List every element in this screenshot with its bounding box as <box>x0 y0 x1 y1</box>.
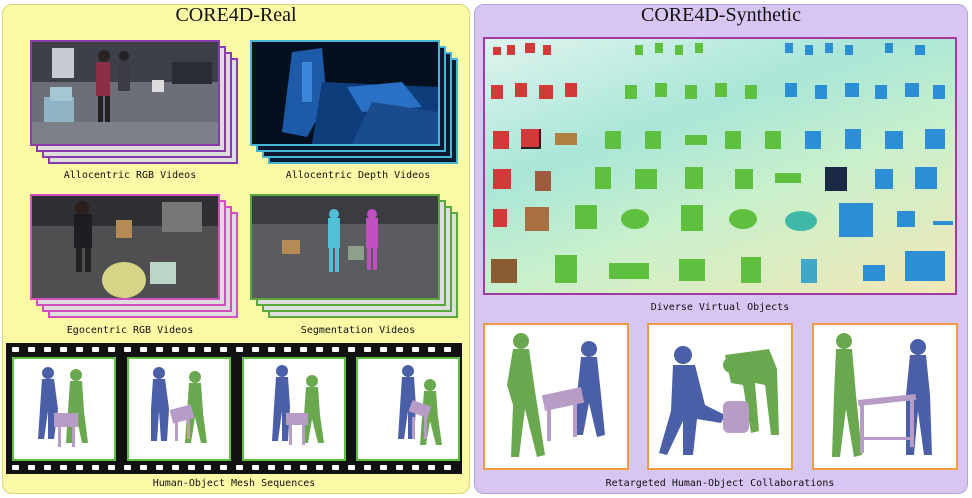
mesh-sequences-caption: Human-Object Mesh Sequences <box>152 478 316 489</box>
mesh-frame-1 <box>12 357 116 461</box>
retarget-image-3 <box>812 323 958 470</box>
retargeted-caption: Retargeted Human-Object Collaborations <box>605 478 835 489</box>
mesh-frame-2 <box>127 357 231 461</box>
segmentation-frame <box>250 194 440 300</box>
virtual-objects-caption: Diverse Virtual Objects <box>650 302 790 313</box>
allocentric-depth-frame <box>250 40 440 146</box>
mesh-frame-3 <box>242 357 346 461</box>
allocentric-depth-stack <box>250 40 460 166</box>
egocentric-rgb-caption: Egocentric RGB Videos <box>66 325 194 336</box>
retarget-image-2 <box>647 323 793 470</box>
egocentric-rgb-frame <box>30 194 220 300</box>
segmentation-stack <box>250 194 460 320</box>
retarget-image-1 <box>483 323 629 470</box>
allocentric-rgb-caption: Allocentric RGB Videos <box>63 170 197 181</box>
mesh-sequence-filmstrip <box>6 343 462 474</box>
allocentric-rgb-frame <box>30 40 220 146</box>
egocentric-rgb-stack <box>30 194 240 320</box>
allocentric-rgb-stack <box>30 40 240 166</box>
real-panel-title: CORE4D-Real <box>175 4 297 26</box>
allocentric-depth-caption: Allocentric Depth Videos <box>285 170 431 181</box>
segmentation-caption: Segmentation Videos <box>300 325 416 336</box>
virtual-objects-image <box>483 37 957 295</box>
mesh-frame-4 <box>356 357 460 461</box>
synthetic-panel-title: CORE4D-Synthetic <box>641 4 801 26</box>
